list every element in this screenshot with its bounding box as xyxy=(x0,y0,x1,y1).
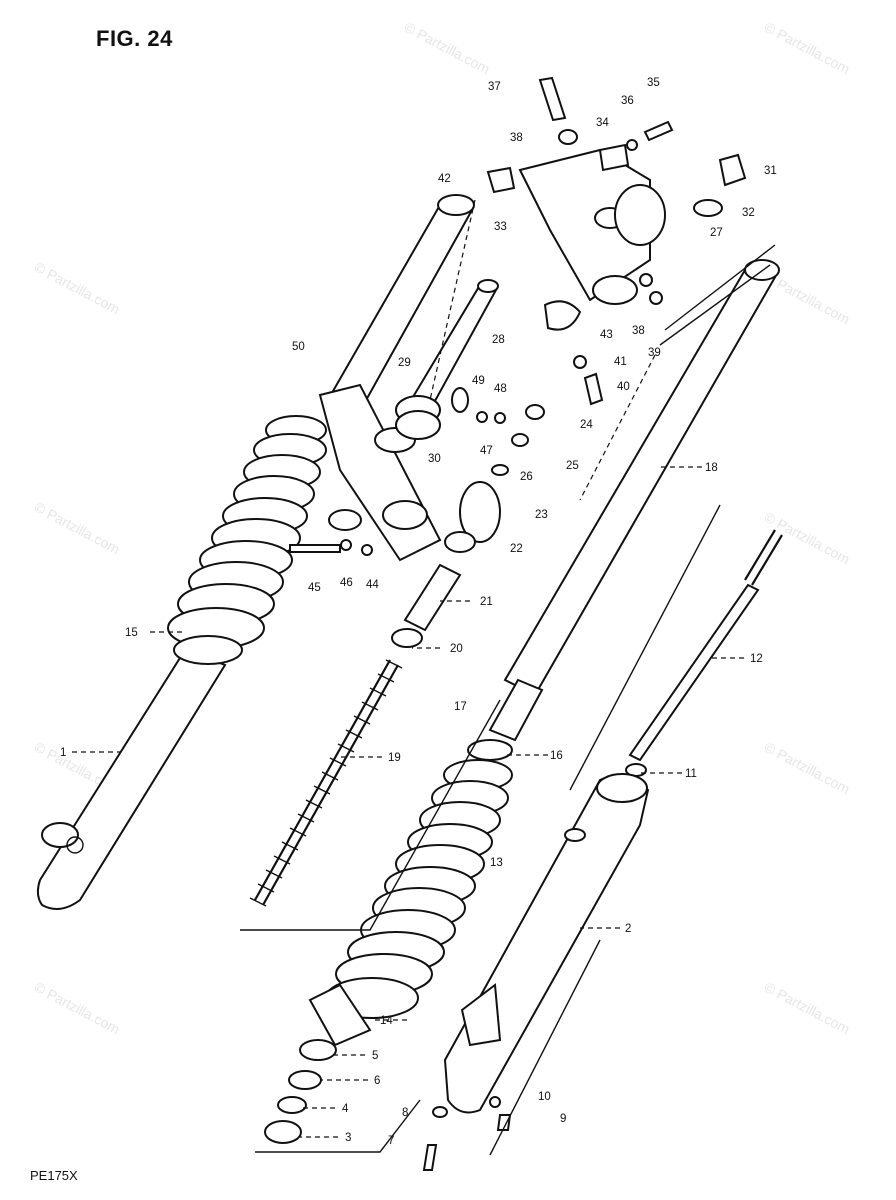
right-lower-leg xyxy=(432,773,650,1131)
callout-39: 39 xyxy=(648,347,661,359)
callout-33: 33 xyxy=(494,221,507,233)
callout-1: 1 xyxy=(60,747,66,759)
callout-50: 50 xyxy=(292,341,305,353)
left-inner-tube xyxy=(323,194,475,422)
callout-8: 8 xyxy=(402,1107,408,1119)
callout-28: 28 xyxy=(492,334,505,346)
callout-32: 32 xyxy=(742,207,755,219)
callout-9: 9 xyxy=(560,1113,566,1125)
callout-37: 37 xyxy=(488,81,501,93)
callout-7: 7 xyxy=(388,1135,394,1147)
callout-38: 38 xyxy=(632,325,645,337)
callout-18: 18 xyxy=(705,462,718,474)
callout-numbers: 1 2 3 4 5 6 7 8 9 10 11 12 13 14 15 16 1… xyxy=(60,77,777,1147)
callout-40: 40 xyxy=(617,381,630,393)
right-damper-rod xyxy=(625,529,783,777)
callout-10: 10 xyxy=(538,1091,551,1103)
callout-29: 29 xyxy=(398,357,411,369)
callout-12: 12 xyxy=(750,653,763,665)
callout-42: 42 xyxy=(438,173,451,185)
callout-16: 16 xyxy=(550,750,563,762)
callout-49: 49 xyxy=(472,375,485,387)
callout-44: 44 xyxy=(366,579,379,591)
left-fork-spring xyxy=(249,659,403,907)
callout-3: 3 xyxy=(345,1132,351,1144)
callout-34: 34 xyxy=(596,117,609,129)
callout-17: 17 xyxy=(454,701,467,713)
callout-24: 24 xyxy=(580,419,593,431)
callout-19: 19 xyxy=(388,752,401,764)
callout-26: 26 xyxy=(520,471,533,483)
callout-14: 14 xyxy=(380,1015,393,1027)
callout-22: 22 xyxy=(510,543,523,555)
callout-6: 6 xyxy=(374,1075,380,1087)
leader-lines xyxy=(72,466,744,1138)
callout-35: 35 xyxy=(647,77,660,89)
callout-46: 46 xyxy=(340,577,353,589)
model-code: PE175X xyxy=(30,1168,78,1183)
steering-stem xyxy=(395,279,499,440)
top-bracket xyxy=(518,148,666,305)
callout-5: 5 xyxy=(372,1050,378,1062)
lower-seals xyxy=(264,1039,438,1171)
callout-4: 4 xyxy=(342,1103,349,1115)
callout-27: 27 xyxy=(710,227,723,239)
callout-25: 25 xyxy=(566,460,579,472)
callout-30: 30 xyxy=(428,453,441,465)
callout-13: 13 xyxy=(490,857,503,869)
callout-41: 41 xyxy=(614,356,627,368)
callout-23: 23 xyxy=(535,509,548,521)
callout-2: 2 xyxy=(625,923,631,935)
left-fork-boot xyxy=(167,415,327,665)
callout-38: 38 xyxy=(510,132,523,144)
callout-31: 31 xyxy=(764,165,777,177)
callout-21: 21 xyxy=(480,596,493,608)
left-outer-tube xyxy=(36,648,227,910)
center-parts xyxy=(340,387,545,648)
top-small-parts xyxy=(486,76,747,406)
callout-47: 47 xyxy=(480,445,493,457)
callout-43: 43 xyxy=(600,329,613,341)
callout-45: 45 xyxy=(308,582,321,594)
callout-20: 20 xyxy=(450,643,463,655)
assembly-outline xyxy=(240,199,776,1156)
figure-title: FIG. 24 xyxy=(96,26,173,51)
callout-15: 15 xyxy=(125,627,138,639)
callout-48: 48 xyxy=(494,383,507,395)
callout-11: 11 xyxy=(685,768,697,780)
callout-36: 36 xyxy=(621,95,634,107)
right-fork-boot xyxy=(308,739,513,1047)
